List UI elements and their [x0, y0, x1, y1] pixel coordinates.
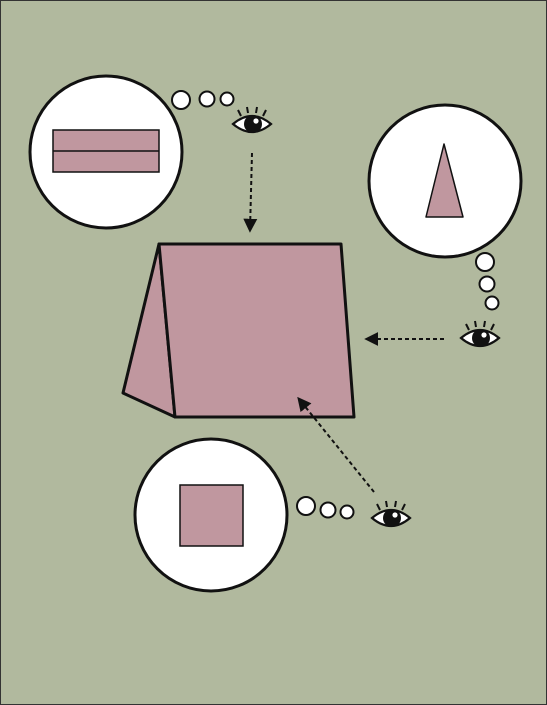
triangle-view	[425, 143, 464, 218]
eye-icon	[459, 320, 501, 348]
right-thought-dots	[475, 252, 500, 311]
bottom-view-arrow	[297, 396, 375, 493]
eye-icon	[370, 500, 412, 528]
bottom-thought-dots	[296, 496, 355, 520]
wedge-prism	[121, 242, 356, 419]
right-view-bubble	[367, 103, 523, 259]
top-thought-dots	[171, 90, 235, 110]
square-view	[179, 484, 244, 547]
top-view-arrow	[243, 152, 258, 233]
bottom-view-bubble	[133, 437, 289, 593]
wedge-front-face	[157, 242, 356, 419]
top-view-bubble	[28, 74, 184, 230]
eye-icon	[231, 106, 273, 134]
